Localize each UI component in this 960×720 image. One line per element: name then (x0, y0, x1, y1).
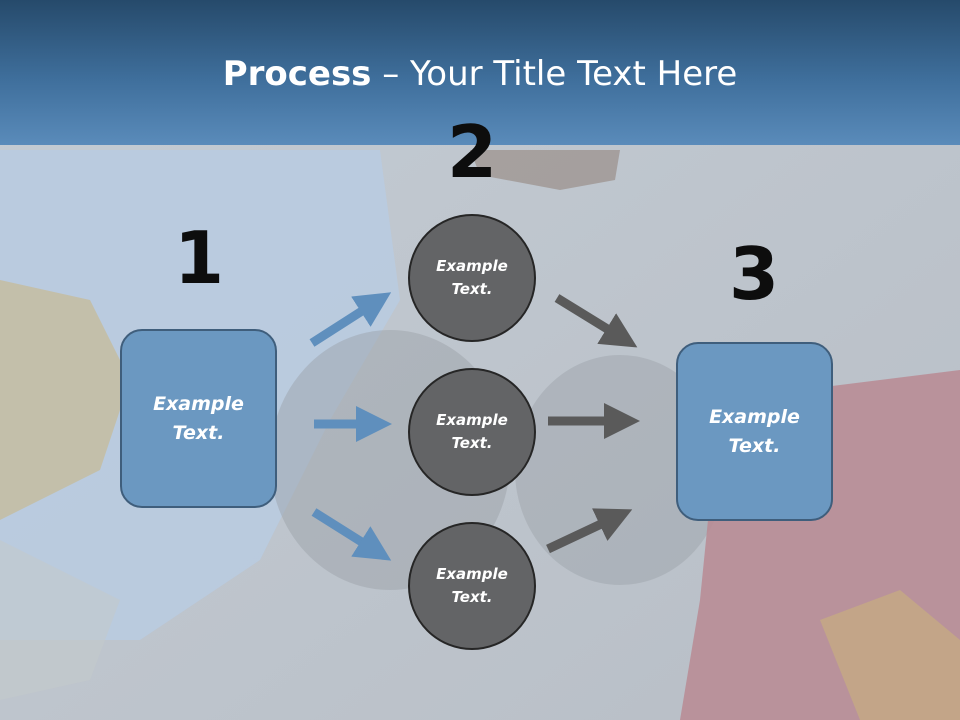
step-1-number: 1 (173, 216, 225, 300)
arrow-step1-to-top (309, 292, 392, 347)
step-2-bottom-text: Example Text. (436, 565, 508, 606)
step-2-number: 2 (446, 110, 498, 194)
slide-title: Process – Your Title Text Here (0, 52, 960, 96)
arrow-bottom-to-step3 (546, 508, 633, 554)
arrow-top-to-step3 (554, 294, 638, 348)
step-3-text: Example Text. (709, 405, 800, 457)
step-1-text: Example Text. (153, 392, 244, 444)
step-2-circle-bottom: Example Text. (408, 522, 536, 650)
step-2-middle-text: Example Text. (436, 411, 508, 452)
title-bold: Process (222, 54, 372, 94)
step-2-circle-top: Example Text. (408, 214, 536, 342)
step-2-top-text: Example Text. (436, 257, 508, 298)
step-1-box: Example Text. (120, 329, 277, 508)
header-bar (0, 0, 960, 145)
step-2-circle-middle: Example Text. (408, 368, 536, 496)
arrow-step1-to-bottom (311, 508, 392, 561)
step-3-number: 3 (728, 232, 780, 316)
title-rest: – Your Title Text Here (371, 54, 738, 94)
step-3-box: Example Text. (676, 342, 833, 521)
